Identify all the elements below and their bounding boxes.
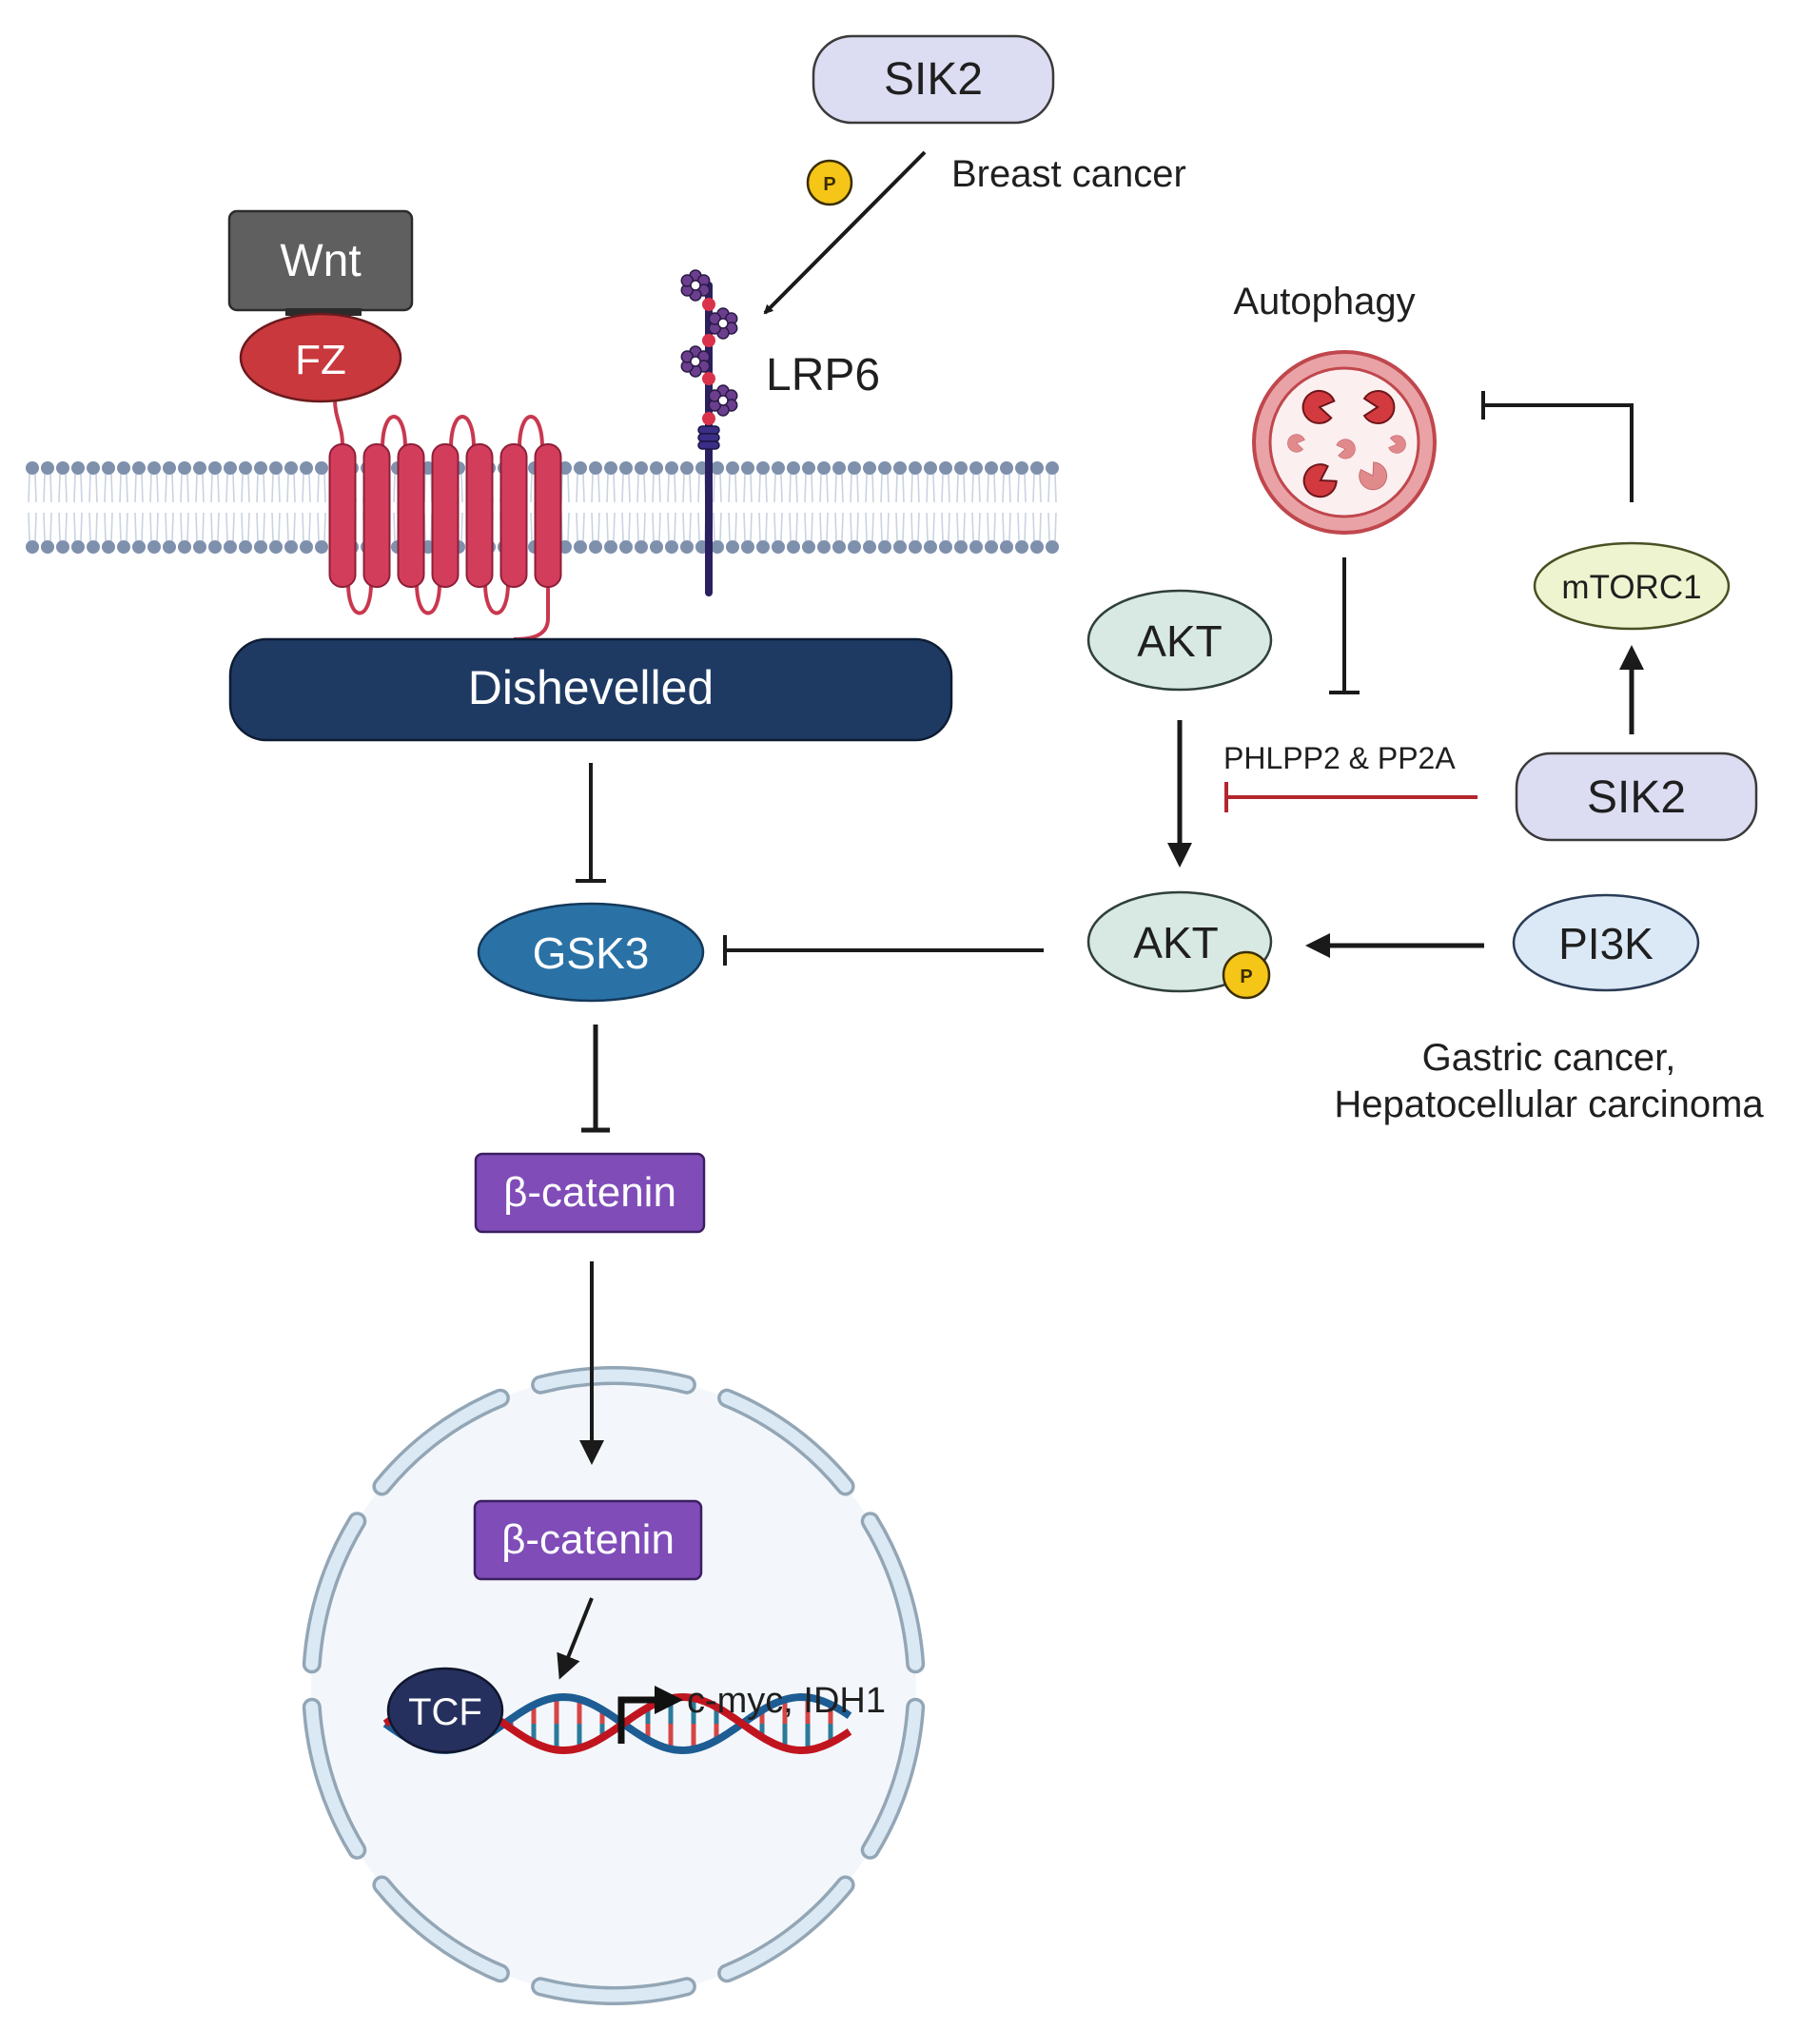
nucleus [302,1366,926,2005]
akt-inhibits-gsk3 [723,935,1044,966]
akt-phosphorylated-node[interactable]: AKT P [1086,890,1273,1000]
beta-catenin-nucleus-node[interactable]: β-catenin [473,1499,703,1581]
cancer-types-line2: Hepatocellular carcinoma [1334,1083,1764,1125]
dishevelled-inhibits-gsk3 [576,763,606,883]
akt-p-label: AKT [1133,918,1218,967]
wnt-label: Wnt [280,236,361,286]
phlpp2-pp2a-label: PHLPP2 & PP2A [1223,741,1456,775]
svg-text:P: P [823,174,835,195]
transcription-start-arrow [617,1686,683,1744]
pi3k-node[interactable]: PI3K [1512,893,1700,992]
sik2-inhibits-phlpp2-pp2a [1224,782,1478,812]
sik2-right-label: SIK2 [1587,772,1686,823]
tcf-node[interactable]: TCF [386,1667,504,1754]
dishevelled-node[interactable]: Dishevelled [228,637,953,742]
mtorc1-inhibits-autophagy [1481,391,1634,502]
sik2-right-node[interactable]: SIK2 [1515,751,1758,842]
akt-label: AKT [1137,616,1222,666]
mtorc1-node[interactable]: mTORC1 [1533,541,1731,631]
breast-cancer-label: Breast cancer [951,153,1186,195]
mtorc1-label: mTORC1 [1561,569,1701,606]
beta-catenin-to-tcf-arrow [557,1597,594,1680]
dishevelled-label: Dishevelled [468,661,714,714]
sik2-to-lrp6-arrow [763,150,927,315]
nuclear-envelope [302,1366,926,2005]
autophagy-inhibits-akt [1329,557,1360,694]
sik2-top-label: SIK2 [884,54,983,105]
autophagy-label: Autophagy [1233,281,1415,322]
wnt-node[interactable]: Wnt [227,209,414,312]
beta-catenin-nucleus-label: β-catenin [501,1516,675,1563]
pi3k-label: PI3K [1558,919,1654,968]
target-genes-label: c-myc, IDH1 [687,1681,886,1721]
phospho-icon-akt: P [1222,950,1271,1000]
gsk3-label: GSK3 [533,928,650,978]
cancer-types-line1: Gastric cancer, [1422,1037,1676,1079]
gsk3-inhibits-beta-catenin [581,1025,610,1133]
lrp6-label: LRP6 [766,350,880,400]
autophagosome-icon[interactable] [1252,350,1437,535]
svg-text:P: P [1240,966,1252,987]
phospho-icon-top: P [806,159,853,206]
fz-receptor[interactable]: FZ [239,312,562,641]
akt-node[interactable]: AKT [1086,589,1273,692]
lrp6-receptor[interactable] [680,269,738,596]
tcf-label: TCF [408,1691,482,1733]
wnt-fz-junction [285,308,362,316]
beta-catenin-cytoplasm-label: β-catenin [503,1169,676,1216]
gsk3-node[interactable]: GSK3 [477,902,705,1003]
sik2-top-node[interactable]: SIK2 [812,34,1055,125]
fz-label: FZ [295,337,346,383]
beta-catenin-cytoplasm-node[interactable]: β-catenin [474,1152,706,1234]
